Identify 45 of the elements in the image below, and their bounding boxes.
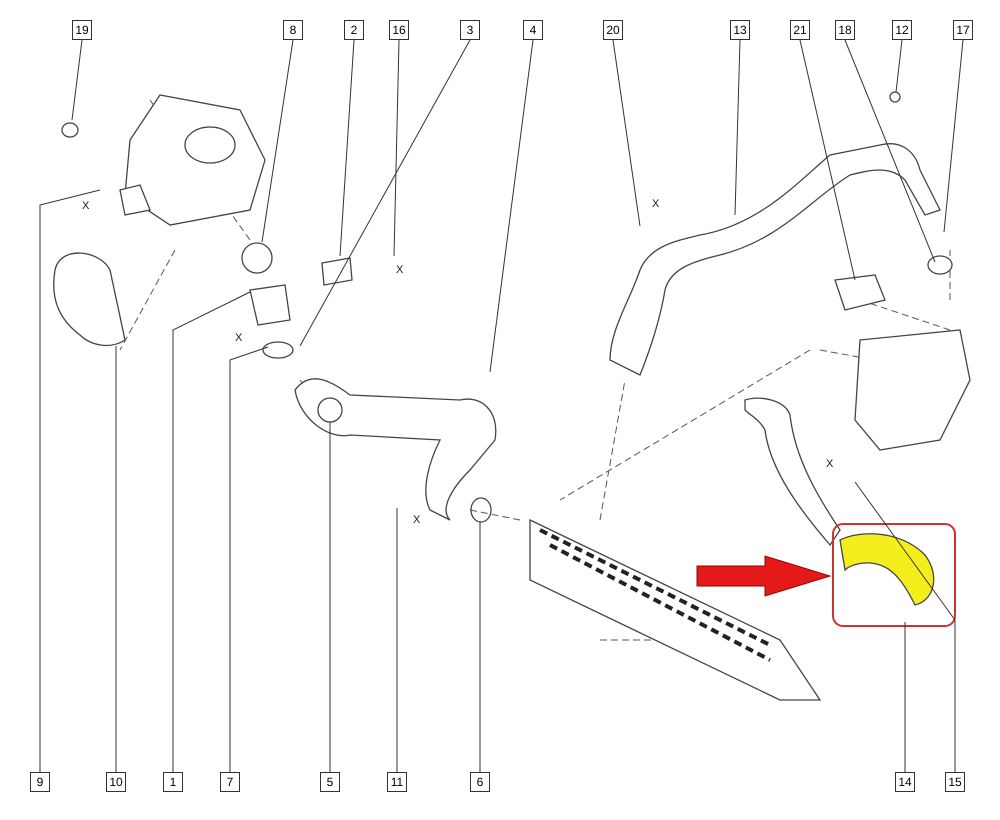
leader-line [300, 40, 470, 346]
callout-number: 9 [30, 772, 50, 792]
callout-number: 19 [72, 20, 92, 40]
callout-number: 12 [892, 20, 912, 40]
leader-line [734, 40, 740, 216]
callout-number: 4 [523, 20, 543, 40]
callout-number: 13 [730, 20, 750, 40]
callout-number: 11 [387, 772, 407, 792]
callout-number: 18 [835, 20, 855, 40]
leader-line [72, 40, 82, 120]
leader-line [396, 508, 398, 772]
callout-number: 14 [895, 772, 915, 792]
axis-mark-letter: X [826, 458, 834, 470]
callout-number: 17 [953, 20, 973, 40]
callout-number: 10 [106, 772, 126, 792]
callout-number: 15 [945, 772, 965, 792]
callout-number: 8 [283, 20, 303, 40]
leader-line [854, 482, 956, 772]
callout-number: 7 [220, 772, 240, 792]
leader-line [40, 190, 100, 772]
callout-number: 1 [163, 772, 183, 792]
callout-number: 21 [790, 20, 810, 40]
leader-line [394, 40, 400, 256]
leader-line [800, 40, 856, 280]
callout-number: 20 [603, 20, 623, 40]
callout-number: 3 [460, 20, 480, 40]
leader-line [904, 622, 906, 772]
axis-mark-letter: X [396, 264, 404, 276]
leader-line [896, 40, 902, 92]
leader-line [612, 40, 640, 226]
axis-mark-letter: X [82, 200, 90, 212]
axis-mark-letter: X [413, 514, 420, 526]
callout-number: 5 [320, 772, 340, 792]
leader-line [844, 40, 936, 262]
leader-line [944, 40, 964, 232]
callout-number: 2 [344, 20, 364, 40]
leader-line [490, 40, 534, 372]
axis-mark-letter: X [652, 198, 660, 210]
leader-line [230, 346, 268, 772]
callout-number: 16 [389, 20, 409, 40]
leader-line [340, 40, 354, 256]
callout-number: 6 [470, 772, 490, 792]
leader-line [172, 292, 250, 772]
leader-line [262, 40, 294, 242]
axis-mark-letter: X [235, 332, 242, 344]
